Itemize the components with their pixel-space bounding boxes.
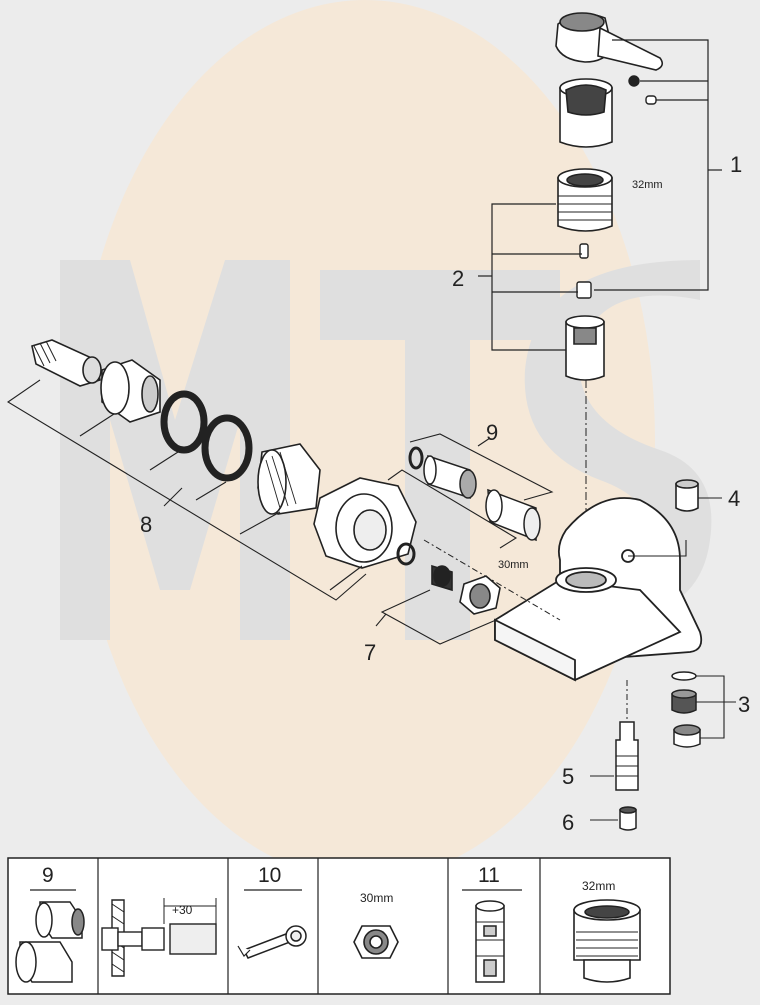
callout-9: 9 xyxy=(486,420,498,445)
handle-sleeve xyxy=(559,78,613,148)
lever-handle xyxy=(555,12,664,71)
panel-wall-install-icon xyxy=(101,898,217,977)
bracket-9 xyxy=(387,433,554,549)
callout-3: 3 xyxy=(738,692,750,717)
aerator-cap xyxy=(675,479,699,512)
bracket-2 xyxy=(478,203,582,351)
bracket-3 xyxy=(696,675,736,739)
cartridge-nut xyxy=(557,168,613,232)
fittings-7 xyxy=(396,542,501,615)
bracket-1 xyxy=(594,39,722,291)
callout-8: 8 xyxy=(140,512,152,537)
extension-parts-9 xyxy=(408,446,541,542)
mixer-body xyxy=(494,497,703,682)
aerator-set xyxy=(671,671,701,748)
callout-5: 5 xyxy=(562,764,574,789)
callout-4: 4 xyxy=(728,486,740,511)
leader-4 xyxy=(628,540,687,557)
callout-2: 2 xyxy=(452,266,464,291)
dimension-32mm: 32mm xyxy=(632,179,663,191)
panel-number-11: 11 xyxy=(478,864,500,887)
panel-cartridge-nut-icon xyxy=(573,899,641,983)
connection-parts-8 xyxy=(31,339,417,569)
panel-extension-icon xyxy=(15,901,85,983)
panel-dimension-30mm: 30mm xyxy=(360,891,393,905)
panel-dimension-plus30: +30 xyxy=(172,903,193,917)
panel-number-9: 9 xyxy=(42,864,54,887)
panel-tool-11-icon xyxy=(475,900,505,983)
callout-6: 6 xyxy=(562,810,574,835)
brand-logo-watermark xyxy=(60,0,712,880)
diverter-valve xyxy=(615,721,639,791)
tools-panel xyxy=(7,857,671,995)
panel-number-10: 10 xyxy=(258,864,281,887)
panel-dimension-32mm: 32mm xyxy=(582,879,615,893)
wrench-icon xyxy=(237,925,307,959)
panel-union-nut-icon xyxy=(353,925,399,959)
ceramic-cartridge xyxy=(565,315,605,381)
callout-1: 1 xyxy=(730,152,742,177)
grub-screw xyxy=(628,75,657,105)
bracket-8 xyxy=(6,379,367,601)
bracket-7 xyxy=(375,589,497,645)
diverter-nut xyxy=(619,806,637,831)
dimension-30mm: 30mm xyxy=(498,559,529,571)
callout-7: 7 xyxy=(364,640,376,665)
